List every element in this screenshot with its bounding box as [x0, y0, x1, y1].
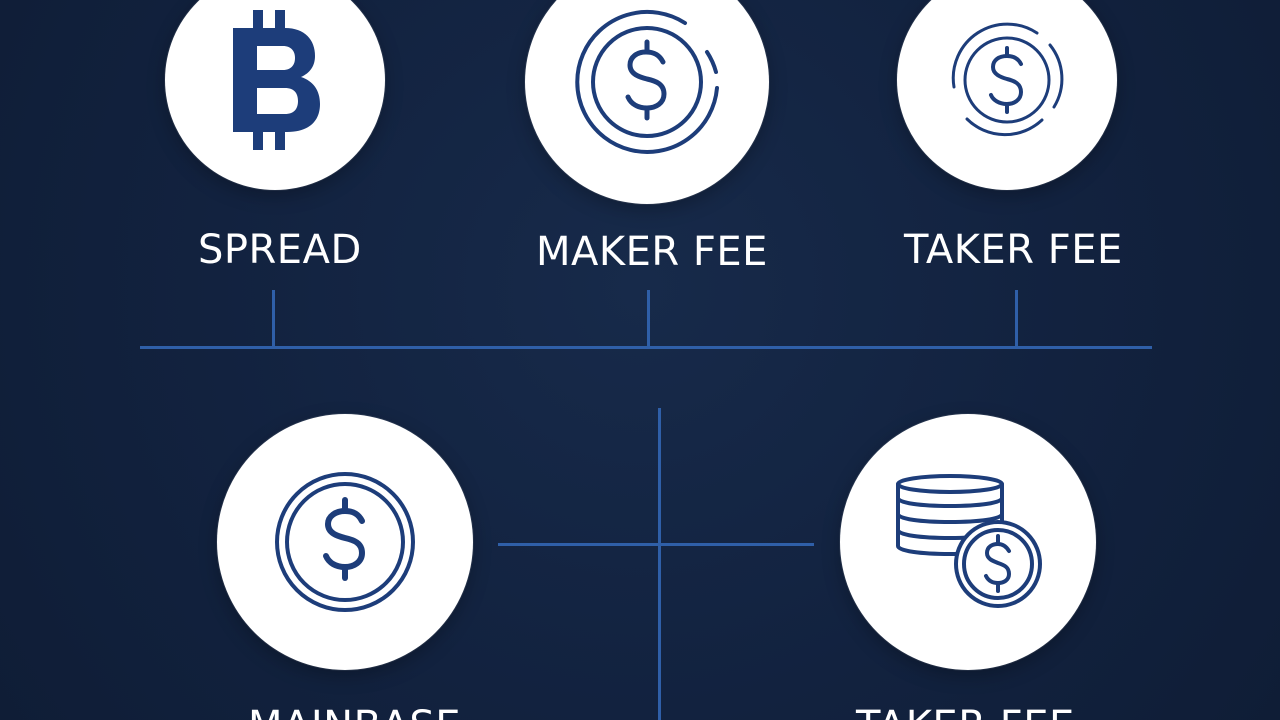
taker-fee-label: TAKER FEE	[904, 227, 1123, 273]
dollar-coin-icon	[270, 467, 420, 617]
mainbase-node	[217, 414, 473, 670]
taker-fee-2-label: TAKER FEE	[856, 706, 1075, 720]
maker-fee-label: MAKER FEE	[536, 229, 768, 275]
spread-connector	[272, 290, 275, 348]
coin-stack-dollar-icon	[888, 472, 1048, 612]
bottom-horizontal-connector	[498, 543, 814, 546]
spread-node	[165, 0, 385, 190]
dollar-coin-broken-ring-icon	[942, 15, 1072, 145]
spread-label: SPREAD	[198, 227, 362, 273]
taker-fee-connector	[1015, 290, 1018, 348]
taker-fee-node	[897, 0, 1117, 190]
mainbase-label: MAINBASE	[248, 706, 461, 720]
center-vertical-connector	[658, 408, 661, 720]
taker-fee-2-node	[840, 414, 1096, 670]
dollar-coin-double-ring-icon	[567, 2, 727, 162]
bitcoin-icon	[225, 10, 325, 150]
top-horizontal-connector	[140, 346, 1152, 349]
maker-fee-node	[525, 0, 769, 204]
maker-fee-connector	[647, 290, 650, 348]
